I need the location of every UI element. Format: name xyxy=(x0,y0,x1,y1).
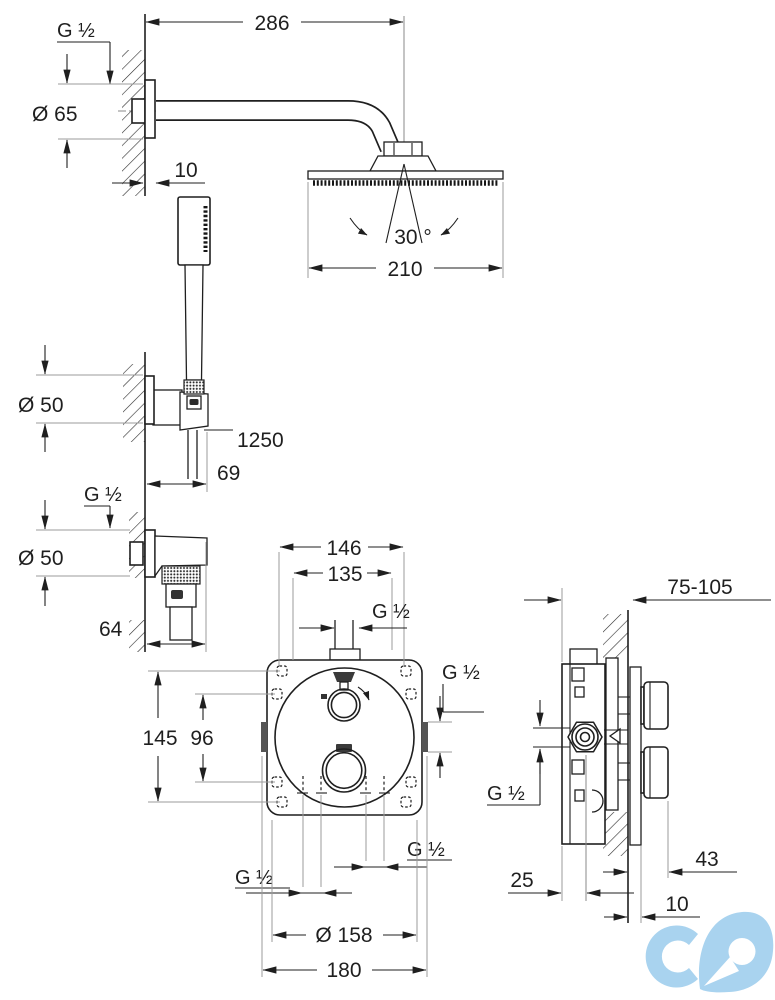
dim-elbow-depth: 64 xyxy=(99,618,123,641)
label-side-thread: G ½ xyxy=(487,783,525,805)
thermostat-side-view: 75-105 G ½ 43 25 10 xyxy=(487,576,771,923)
side-volume-knob xyxy=(643,746,669,799)
holder-flange xyxy=(144,375,155,425)
handle-knurl xyxy=(183,379,205,395)
elbow-outlet-tube xyxy=(169,606,193,641)
side-thermostat-knob xyxy=(643,681,669,730)
dim-hole-spacing-outer: 146 xyxy=(326,537,361,560)
label-right-thread: G ½ xyxy=(442,662,480,684)
hand-shower-handle xyxy=(184,264,204,381)
arm-wall-flange xyxy=(144,79,156,139)
hand-shower-assembly: Ø 50 1250 69 xyxy=(18,196,284,652)
dim-elbow-flange-diameter: Ø 50 xyxy=(18,547,64,570)
dim-depth-range: 75-105 xyxy=(667,576,732,599)
outlet-elbow-assembly: G ½ Ø 50 64 xyxy=(18,484,208,652)
side-outlet-hex xyxy=(567,721,603,753)
volume-knob xyxy=(321,748,367,793)
label-bottom-right-thread: G ½ xyxy=(407,839,445,861)
dim-head-diameter: 210 xyxy=(387,258,422,281)
head-shower-assembly: 30 ° 210 286 G ½ Ø 65 10 xyxy=(32,12,504,281)
elbow-flange xyxy=(144,529,156,578)
label-elbow-thread: G ½ xyxy=(84,484,122,506)
watermark-logo xyxy=(645,911,774,993)
arm-wall-thread xyxy=(131,98,146,124)
dim-swivel-angle: 30 ° xyxy=(394,226,432,249)
label-arm-thread: G ½ xyxy=(57,20,95,42)
dim-plate-offset: 10 xyxy=(665,893,688,916)
left-outlet-stub xyxy=(261,722,267,752)
dim-flange-diameter: Ø 65 xyxy=(32,103,78,126)
dim-height-outer: 145 xyxy=(142,727,177,750)
thermostat-front-view: 146 135 G ½ G ½ 145 96 G ½ xyxy=(142,537,484,982)
side-escutcheon xyxy=(629,666,642,846)
thermostat-knob xyxy=(327,688,361,722)
adjust-marker-triangle xyxy=(608,727,621,745)
dim-holder-depth: 69 xyxy=(217,462,240,485)
dim-hose-length: 1250 xyxy=(237,429,284,452)
dim-hole-spacing-inner: 135 xyxy=(327,563,362,586)
dim-holder-diameter: Ø 50 xyxy=(18,394,64,417)
head-nut xyxy=(383,141,423,157)
elbow-knurled-nut xyxy=(161,565,201,585)
logo-notch xyxy=(704,957,739,986)
dim-body-depth: 25 xyxy=(510,869,533,892)
dim-height-inner: 96 xyxy=(190,727,213,750)
label-top-thread: G ½ xyxy=(372,601,410,623)
trim-plate-circle xyxy=(274,667,415,808)
volume-knob-tab xyxy=(336,744,352,752)
right-outlet-stub xyxy=(422,722,428,752)
elbow-wall-thread xyxy=(129,541,144,566)
dim-knob-length: 43 xyxy=(695,848,718,871)
dim-plate-width: 180 xyxy=(326,959,361,982)
top-inlet-stub xyxy=(329,648,361,661)
logo-c-shape xyxy=(645,925,698,988)
holder-arm xyxy=(152,389,183,426)
dim-wall-offset: 10 xyxy=(174,159,197,182)
label-bottom-left-thread: G ½ xyxy=(235,867,273,889)
dim-arm-reach: 286 xyxy=(254,12,289,35)
temp-stop-cap xyxy=(333,672,355,682)
dim-plate-diameter: Ø 158 xyxy=(315,924,372,947)
